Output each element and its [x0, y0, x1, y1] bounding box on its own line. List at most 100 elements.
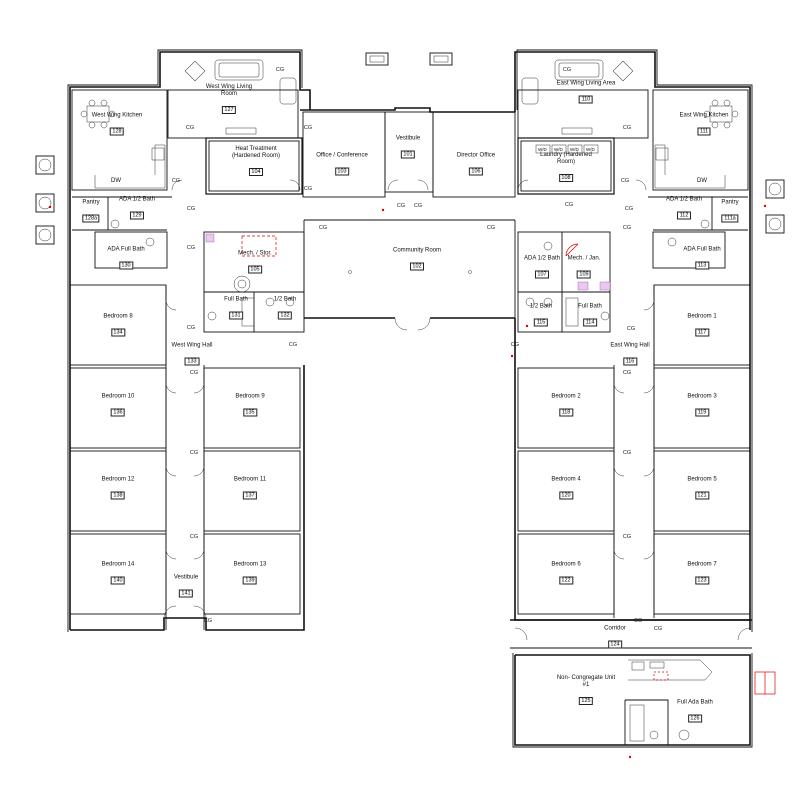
- room-name: (Hardened Room): [231, 153, 281, 159]
- room-number: 128: [109, 127, 125, 136]
- room-label-118: Bedroom 2 118: [551, 393, 581, 419]
- room-label-135: Bedroom 9 135: [235, 393, 265, 419]
- room-name: Laundry (Hardened: [540, 152, 592, 158]
- room-name: Room: [220, 91, 237, 97]
- room-name: Bedroom 4: [551, 476, 581, 483]
- room-name: Full Bath: [578, 303, 602, 310]
- room-name: Bedroom 9: [235, 393, 265, 400]
- room-name: Non- Congregate Unit: [556, 675, 616, 681]
- cg-tag: CG: [171, 178, 181, 184]
- room-number: 103: [334, 167, 350, 176]
- room-number: 119: [695, 408, 709, 417]
- room-number: 116: [623, 357, 637, 366]
- room-number: 117: [695, 328, 709, 337]
- room-name: Bedroom 2: [551, 393, 581, 400]
- room-name: Vestibule: [395, 135, 421, 142]
- room-label-124: Corridor 124: [604, 626, 626, 651]
- room-name: West Wing Living: [205, 84, 253, 90]
- room-name: Bedroom 10: [101, 393, 135, 400]
- room-name: Director Office: [456, 152, 496, 159]
- room-number: 123: [694, 576, 710, 585]
- room-label-128a: Pantry 128a: [82, 199, 100, 225]
- room-number: 124: [607, 640, 623, 649]
- room-name: East Wing Hall: [610, 342, 650, 349]
- room-number: 112: [677, 211, 691, 220]
- cg-tag: CG: [189, 534, 199, 540]
- room-number: 115: [534, 318, 548, 327]
- room-name: Corridor: [604, 625, 626, 632]
- cg-tag: CG: [622, 370, 632, 376]
- room-name: #1: [582, 682, 590, 688]
- room-name: ADA 1/2 Bath: [523, 255, 561, 262]
- cg-tag: CG: [622, 450, 632, 456]
- room-number: 109: [576, 270, 592, 279]
- room-name: Bedroom 14: [101, 561, 135, 568]
- room-number: 137: [242, 491, 258, 500]
- cg-tag: CG: [303, 186, 313, 192]
- room-name: Heat Treatment: [235, 146, 277, 152]
- room-number: 140: [110, 576, 126, 585]
- non-congregate-walls: [510, 619, 753, 748]
- room-number: 104: [248, 168, 264, 176]
- room-number: 135: [242, 408, 258, 417]
- room-number: 126: [687, 714, 703, 723]
- room-number: 130: [118, 261, 134, 270]
- room-name: ADA 1/2 Bath: [118, 196, 156, 203]
- cg-tag: CG: [622, 225, 632, 231]
- cg-tag: CG: [186, 325, 196, 331]
- room-name: Bedroom 1: [687, 313, 717, 320]
- room-name: Office / Conference: [316, 152, 368, 159]
- room-label-104: Heat Treatment(Hardened Room) 104: [232, 146, 280, 178]
- room-label-140: Bedroom 14 140: [101, 561, 135, 587]
- cg-tag: CG: [633, 618, 643, 624]
- room-name: Bedroom 6: [551, 561, 581, 568]
- room-name: Pantry: [721, 199, 739, 206]
- cg-tag: CG: [318, 225, 328, 231]
- room-number: 134: [110, 328, 126, 337]
- cg-tag: CG: [203, 618, 213, 624]
- room-name: ADA Full Bath: [683, 246, 721, 253]
- room-name: East Wing Living Area: [556, 80, 616, 87]
- room-number: 110: [579, 95, 593, 104]
- room-name: Bedroom 3: [687, 393, 717, 400]
- cg-tag: CG: [396, 203, 406, 209]
- room-name: ADA 1/2 Bath: [665, 196, 703, 203]
- appliance-label-wd-4: W/D: [586, 147, 595, 152]
- room-number: 127: [221, 106, 237, 114]
- cg-tag: CG: [653, 626, 663, 632]
- room-number: 136: [110, 408, 126, 417]
- center-walls: [300, 52, 516, 319]
- room-label-117: Bedroom 1 117: [687, 313, 717, 339]
- room-number: 111a: [721, 214, 739, 223]
- room-label-111a: Pantry 111a: [721, 199, 739, 225]
- room-number: 131: [228, 311, 244, 320]
- room-label-119: Bedroom 3 119: [687, 393, 717, 419]
- cg-tag: CG: [622, 125, 632, 131]
- room-label-112: ADA 1/2 Bath 112: [666, 197, 702, 222]
- appliance-label-wd-3: W/D: [570, 147, 579, 152]
- appliance-label-wd-2: W/D: [554, 147, 563, 152]
- room-number: 129: [129, 211, 145, 220]
- cg-tag: CG: [622, 534, 632, 540]
- cg-tag: CG: [303, 125, 313, 131]
- room-number: 111: [697, 127, 711, 136]
- room-name: Pantry: [82, 199, 100, 206]
- room-number: 118: [559, 408, 573, 417]
- room-number: 128a: [82, 214, 100, 223]
- room-name: ADA Full Bath: [107, 246, 145, 253]
- room-name: Vestibule: [173, 574, 199, 581]
